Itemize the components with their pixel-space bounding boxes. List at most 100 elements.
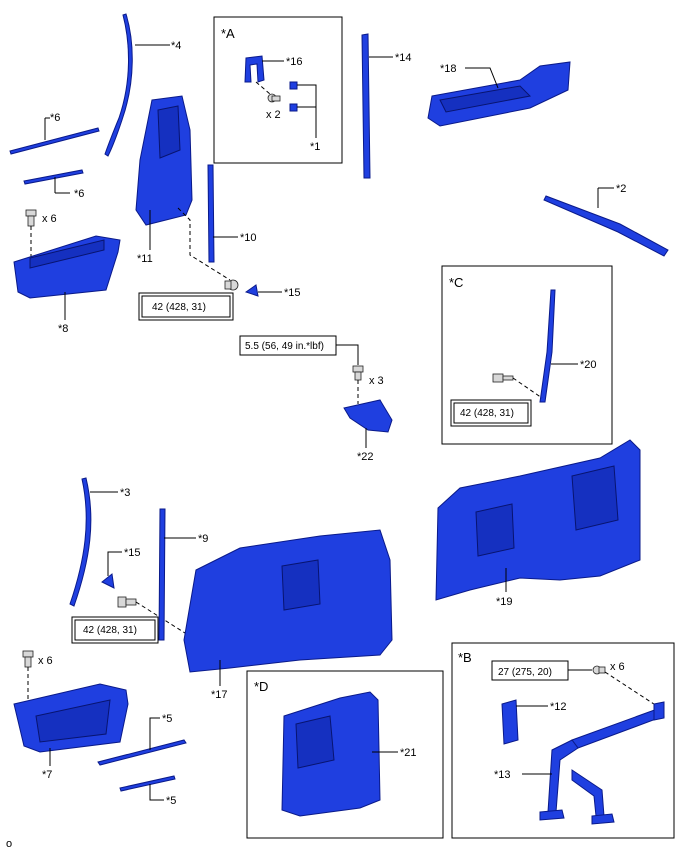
torque-box-4-outer <box>71 616 159 644</box>
part-5-strip-lower <box>119 775 176 792</box>
part-9-strip <box>158 508 166 641</box>
leader-1-upper <box>297 84 317 138</box>
torque-box-3-outer <box>450 399 532 427</box>
callout-1: *1 <box>310 141 320 153</box>
part-15-clip-lower <box>101 573 115 589</box>
leader-5a <box>149 717 160 750</box>
part-7-step-pad <box>35 699 111 743</box>
leader-5b <box>149 784 164 801</box>
part-19-window-recess <box>475 503 515 557</box>
part-13-mount <box>653 701 665 721</box>
callout-6a: *6 <box>50 112 60 124</box>
box-d-label: *D <box>254 679 268 694</box>
box-a-frame <box>213 16 343 164</box>
torque-4: 42 (428, 31) <box>83 625 137 636</box>
part-18-inner <box>439 85 532 113</box>
callout-3: *3 <box>120 487 130 499</box>
qty-7: x 6 <box>38 655 53 667</box>
callout-7: *7 <box>42 769 52 781</box>
torque-1: 42 (428, 31) <box>152 302 206 313</box>
torque-5: 27 (275, 20) <box>498 667 552 678</box>
part-22-bracket <box>343 399 393 433</box>
callout-13: *13 <box>494 769 511 781</box>
leader-torque-2 <box>336 344 359 365</box>
part-5-strip-upper <box>97 739 187 766</box>
callout-14: *14 <box>395 52 412 64</box>
callout-15b: *15 <box>124 547 141 559</box>
callout-5b: *5 <box>166 795 176 807</box>
qty-b: x 6 <box>610 661 625 673</box>
torque-box-1-inner <box>141 295 231 318</box>
part-1-cap-lower <box>289 103 298 112</box>
leader-18 <box>465 67 499 89</box>
bolt-7 <box>22 650 34 668</box>
callout-6b: *6 <box>74 188 84 200</box>
part-19-upper-recess <box>571 465 619 531</box>
part-13-bar-top <box>571 707 665 749</box>
bolt-8 <box>25 209 37 227</box>
box-b-label: *B <box>458 650 472 665</box>
callout-11: *11 <box>137 253 153 265</box>
torque-box-3-inner <box>453 402 529 424</box>
box-c-frame <box>441 265 613 445</box>
part-16-assist-grip <box>244 55 265 83</box>
callout-20: *20 <box>580 359 597 371</box>
callout-16: *16 <box>286 56 303 68</box>
callout-4: *4 <box>171 40 181 52</box>
callout-12: *12 <box>550 701 567 713</box>
callout-22: *22 <box>357 451 374 463</box>
bolt-c <box>492 373 514 383</box>
callout-19: *19 <box>496 596 513 608</box>
part-20-strip <box>539 289 556 403</box>
part-4-strip <box>104 13 133 157</box>
part-15-clip-upper <box>244 284 259 297</box>
callout-5a: *5 <box>162 713 172 725</box>
part-10-strip <box>207 164 215 263</box>
part-13-bar-rear <box>571 769 605 817</box>
part-3-strip <box>69 477 92 607</box>
callout-8: *8 <box>58 323 68 335</box>
torque-3: 42 (428, 31) <box>460 408 514 419</box>
qty-22: x 3 <box>369 375 384 387</box>
part-14-strip <box>361 33 371 179</box>
qty-8: x 6 <box>42 213 57 225</box>
dash-c <box>512 377 543 399</box>
qty-a: x 2 <box>266 109 281 121</box>
bolt-17 <box>117 596 137 608</box>
part-21-recess <box>295 715 335 769</box>
part-11-inner <box>157 105 181 159</box>
box-b-frame <box>451 642 675 839</box>
part-1-cap-upper <box>289 81 298 90</box>
dash-a-bolt <box>255 81 271 95</box>
leader-15b <box>107 551 122 576</box>
box-a-label: *A <box>221 26 235 41</box>
torque-box-1-outer <box>138 292 234 321</box>
part-12-cover <box>501 699 519 745</box>
callout-21: *21 <box>400 747 417 759</box>
bolt-a <box>267 93 281 103</box>
corner-mark: o <box>6 838 12 850</box>
part-13-foot-left <box>539 809 565 821</box>
box-d-frame <box>246 670 444 839</box>
callout-10: *10 <box>240 232 257 244</box>
dash-b <box>604 671 661 709</box>
dash-11-bolt <box>177 207 231 281</box>
box-c-label: *C <box>449 275 463 290</box>
callout-9: *9 <box>198 533 208 545</box>
part-6-strip-lower <box>23 169 84 185</box>
callout-17: *17 <box>211 689 228 701</box>
bolt-b <box>592 665 606 675</box>
torque-box-4-inner <box>74 619 156 641</box>
callout-18: *18 <box>440 63 457 75</box>
bolt-11 <box>224 279 239 291</box>
bolt-22 <box>352 365 364 381</box>
torque-2: 5.5 (56, 49 in.*lbf) <box>245 341 324 352</box>
part-8-inner <box>29 239 105 269</box>
part-6-strip-upper <box>9 127 100 155</box>
part-13-foot-right <box>591 813 615 825</box>
callout-15a: *15 <box>284 287 301 299</box>
part-2-strip <box>543 195 669 257</box>
part-17-window-recess <box>281 559 321 611</box>
